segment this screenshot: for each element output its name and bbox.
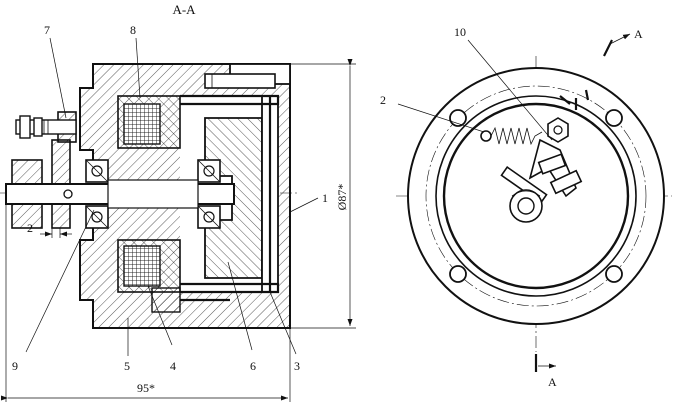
callout-2: 2 [380,93,386,107]
lever-arm-lower [51,203,71,229]
bottom-channel [180,282,280,294]
dim-length-text: 95* [137,381,155,395]
coupling-lower [11,203,43,229]
leader-2 [397,103,485,133]
section-arrow-top [609,33,631,45]
callout-7: 7 [44,23,50,37]
callout-5: 5 [124,359,130,373]
spring-anchor [480,130,492,142]
bearing-right [197,159,221,229]
section-mark-bottom: A [548,375,557,389]
leader-7 [49,37,67,119]
section-view: A-A [0,2,356,402]
bolt-circle [425,85,647,307]
leader-1 [289,197,319,213]
shaft-hub [107,179,199,209]
dim-offset-text: 2 [27,221,33,235]
ratchet-tooth-2 [549,169,583,195]
section-mark-top: A [634,27,643,41]
lever-arm [51,139,71,185]
callout-1: 1 [322,191,328,205]
coupling-upper [11,159,43,185]
lever-nut [33,117,43,137]
shaft-pin [63,189,73,199]
leader-9 [25,209,95,353]
lever-bolt-head [19,115,31,139]
lever-bolt [15,119,77,135]
bolt-hole-tr [605,109,623,127]
stop-pin [559,89,590,110]
spring-coil [490,126,543,146]
lower-tooth [151,287,181,313]
lower-coil [123,245,161,287]
callout-9: 9 [12,359,18,373]
upper-coil [123,103,161,145]
hub-arc [511,190,541,197]
bolt-hole-bl [449,265,467,283]
leader-3 [269,291,297,355]
top-screw [204,73,276,89]
ratchet-tooth-1 [537,153,567,175]
bolt-hole-br [605,265,623,283]
dim-diameter-text: Ø87* [335,184,349,211]
central-hub-bore [517,197,535,215]
bearing-left [85,159,109,229]
front-view: A A 2 10 [380,25,672,389]
hex-nut-bore [553,125,563,135]
leader-8 [135,37,141,99]
callout-4: 4 [170,359,176,373]
callout-3: 3 [294,359,300,373]
top-channel [180,94,280,106]
leader-4 [147,285,173,346]
leader-6 [227,261,253,351]
callout-10: 10 [454,25,466,39]
leader-10 [467,39,553,141]
callout-8: 8 [130,23,136,37]
section-plane-top [603,39,613,57]
section-title: A-A [172,2,196,17]
callout-6: 6 [250,359,256,373]
